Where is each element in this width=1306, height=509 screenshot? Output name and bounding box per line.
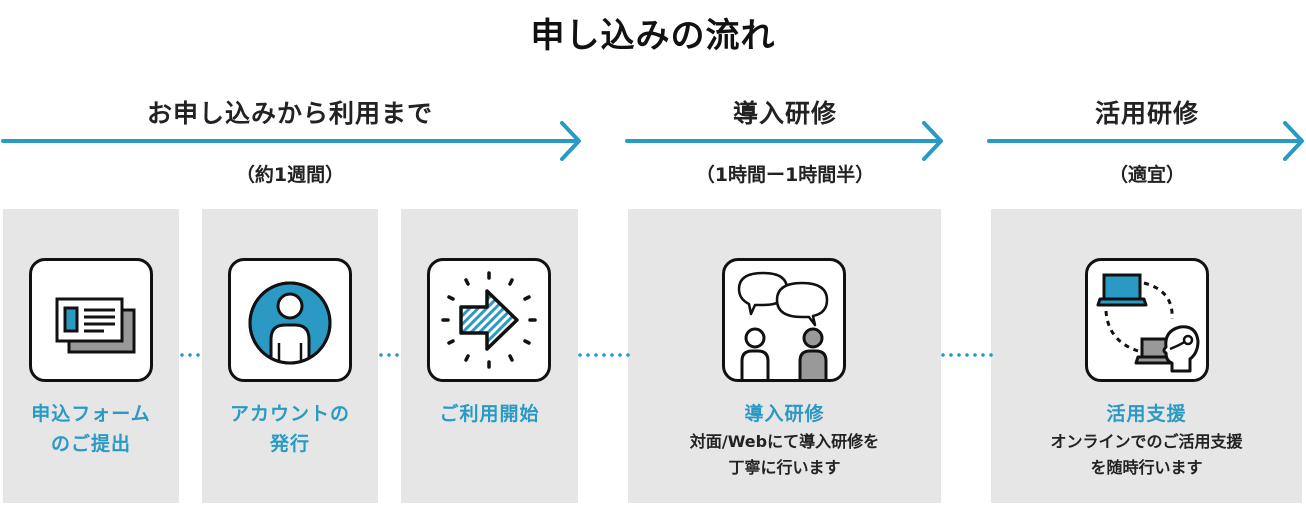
step-2-title-line-1: アカウントの <box>229 403 350 425</box>
phase-1-label: お申し込みから利用まで <box>146 99 433 128</box>
step-2-title-line-2: 発行 <box>269 433 310 455</box>
conversation-icon <box>722 258 846 382</box>
step-1-title-line-2: のご提出 <box>50 433 131 455</box>
step-5-desc-line-2: を随時行います <box>1090 458 1203 477</box>
step-1-text: 申込フォーム のご提出 <box>3 399 179 459</box>
step-5-title: 活用支援 <box>1106 403 1187 425</box>
connector-dots-1 <box>178 353 204 357</box>
application-form-icon <box>29 258 153 382</box>
step-4-desc-line-1: 対面/Webにて導入研修を <box>689 432 880 451</box>
phase-3-duration: （適宜） <box>1108 164 1185 186</box>
step-5-text: 活用支援 オンラインでのご活用支援 を随時行います <box>991 399 1302 481</box>
step-4-desc-line-2: 丁寧に行います <box>728 458 841 477</box>
step-4-title: 導入研修 <box>744 403 825 425</box>
connector-dots-4 <box>939 353 993 357</box>
phase-3-label: 活用研修 <box>1094 99 1199 128</box>
step-4-text: 導入研修 対面/Webにて導入研修を 丁寧に行います <box>628 399 941 481</box>
online-support-icon <box>1085 258 1209 382</box>
step-2-text: アカウントの 発行 <box>202 399 378 459</box>
phase-2-label: 導入研修 <box>732 99 837 128</box>
connector-dots-2 <box>377 353 403 357</box>
page-title: 申し込みの流れ <box>530 16 776 56</box>
step-5-desc-line-1: オンラインでのご活用支援 <box>1050 432 1243 451</box>
phase-1-arrow <box>0 118 584 164</box>
start-arrow-icon <box>427 258 551 382</box>
user-account-icon <box>228 258 352 382</box>
connector-dots-3 <box>576 353 630 357</box>
phase-1-duration: （約1週間） <box>235 164 345 186</box>
phase-2-arrow <box>622 118 946 164</box>
phase-2-duration: （1時間ー1時間半） <box>695 164 875 186</box>
step-1-title-line-1: 申込フォーム <box>31 403 151 425</box>
phase-3-arrow <box>984 118 1306 164</box>
step-3-title-line-1: ご利用開始 <box>439 403 540 425</box>
step-3-text: ご利用開始 <box>401 399 578 429</box>
